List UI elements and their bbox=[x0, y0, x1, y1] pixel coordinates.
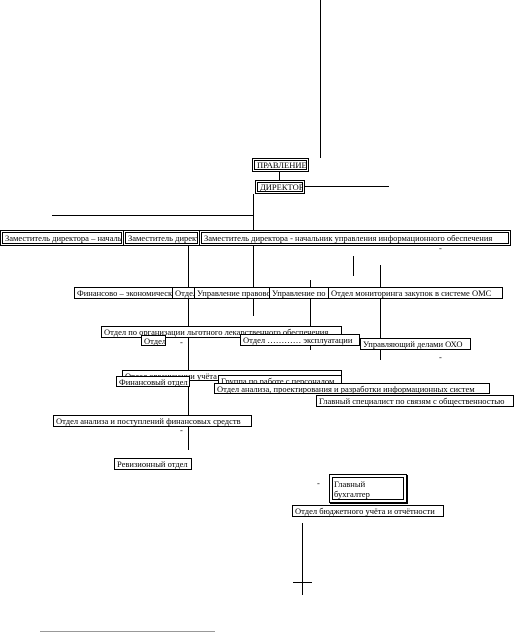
connector-line bbox=[52, 215, 253, 216]
connector-line bbox=[40, 631, 215, 632]
revenue-analysis-box: Отдел анализа и поступлений финансовых с… bbox=[53, 415, 252, 427]
connector-line bbox=[188, 244, 189, 450]
otdel-small-box: Отдел bbox=[141, 335, 166, 346]
director-box: ДИРЕКТОР bbox=[255, 180, 305, 194]
connector-line bbox=[310, 280, 311, 350]
legal-box: Управление правовое bbox=[194, 287, 270, 299]
deputy-box-3: Заместитель директора - начальник управл… bbox=[199, 230, 511, 246]
chief-accountant-label: Главный бухгалтер bbox=[334, 479, 370, 499]
otdel-box: Отдел bbox=[172, 287, 195, 299]
dash-marker: - bbox=[317, 478, 320, 488]
exploitation-box: Отдел ………… эксплуатации bbox=[240, 334, 360, 346]
pr-specialist-box: Главный специалист по связям с обществен… bbox=[316, 395, 514, 407]
connector-line bbox=[253, 194, 254, 316]
deputy-box-1: Заместитель директора – начальник bbox=[0, 230, 124, 246]
procurement-monitoring-box: Отдел мониторинга закупок в системе ОМС bbox=[328, 287, 503, 299]
chief-accountant-box: Главный бухгалтер bbox=[329, 474, 407, 503]
audit-box: Ревизионный отдел bbox=[114, 458, 192, 470]
it-analysis-box: Отдел анализа, проектирования и разработ… bbox=[214, 383, 490, 394]
connector-line bbox=[293, 582, 312, 583]
board-box: ПРАВЛЕНИЕ bbox=[252, 158, 309, 172]
budget-dept-box: Отдел бюджетного учёта и отчётности bbox=[292, 505, 444, 517]
connector-line bbox=[353, 256, 354, 276]
connector-line bbox=[279, 171, 280, 181]
connector-line bbox=[302, 523, 303, 595]
dash-marker: - bbox=[180, 425, 183, 435]
connector-line bbox=[320, 0, 321, 158]
finance-econ-box: Финансово – экономический bbox=[74, 287, 173, 299]
dash-marker: - bbox=[439, 352, 442, 362]
dash-marker: - bbox=[180, 337, 183, 347]
finance-dept-box: Финансовый отдел bbox=[116, 376, 190, 387]
affairs-manager-box: Управляющий делами ОХО bbox=[360, 338, 471, 350]
deputy-box-2: Заместитель директора bbox=[123, 230, 200, 246]
dash-marker: - bbox=[439, 243, 442, 253]
connector-line bbox=[380, 265, 381, 360]
management-box: Управление по bbox=[269, 287, 329, 299]
connector-line bbox=[305, 186, 389, 187]
